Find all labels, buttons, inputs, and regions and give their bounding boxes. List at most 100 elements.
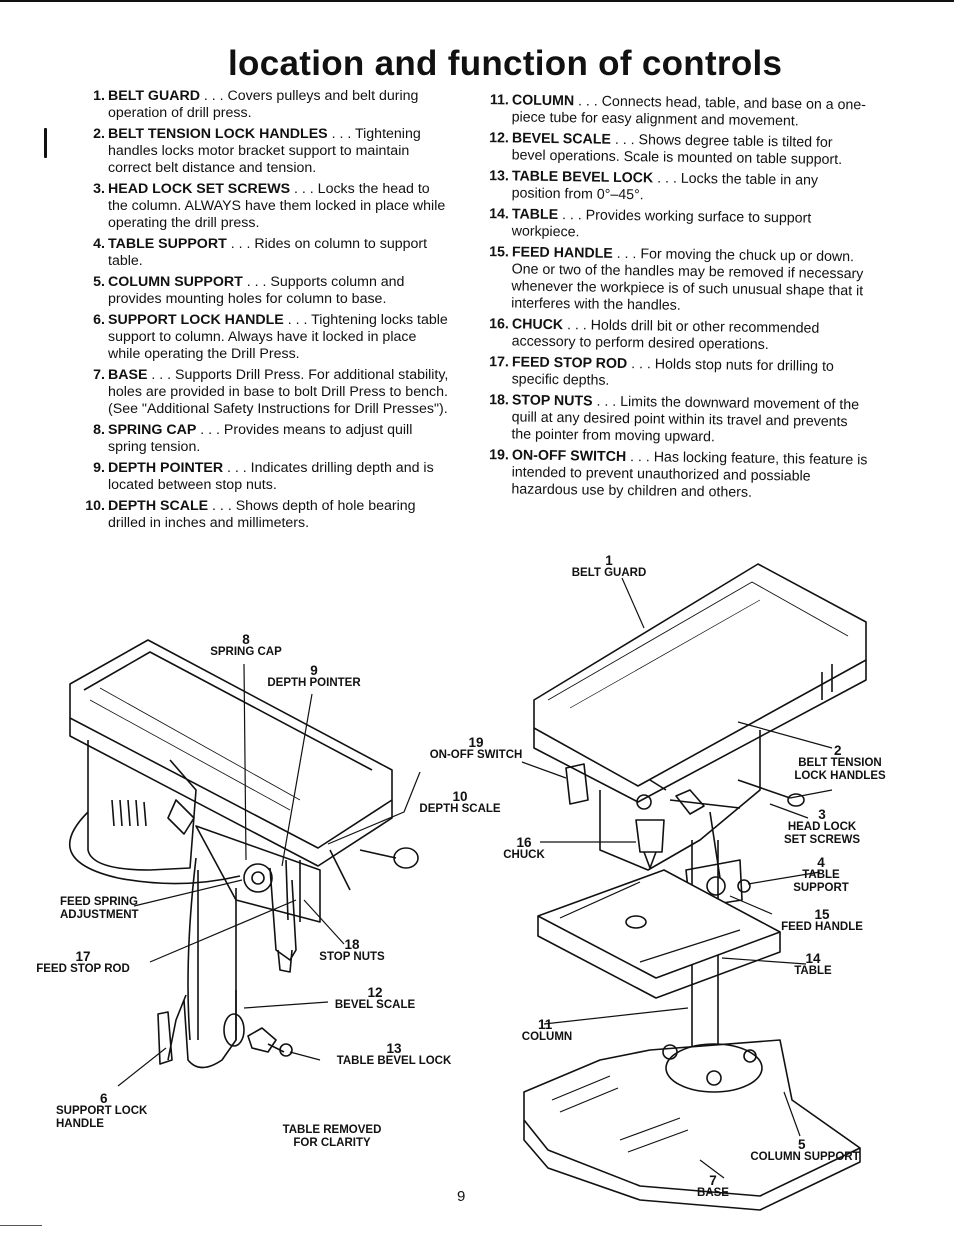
control-item: 5.COLUMN SUPPORT . . . Supports column a…: [78, 274, 450, 308]
item-number: 10.: [85, 498, 105, 514]
item-number: 3.: [93, 181, 105, 197]
callout-number: 5: [798, 1137, 806, 1152]
callout-number: 6: [100, 1091, 108, 1106]
item-term: DEPTH POINTER: [108, 460, 224, 476]
callout-text: BASE: [697, 1187, 729, 1199]
control-item: 1.BELT GUARD . . . Covers pulleys and be…: [78, 88, 450, 122]
control-item: 2.BELT TENSION LOCK HANDLES . . . Tighte…: [78, 126, 450, 177]
callout-number: 16: [516, 835, 532, 850]
callout-number: 17: [75, 949, 91, 964]
callout-17: 17 FEED STOP ROD: [18, 950, 148, 976]
bottom-rule: [0, 1225, 42, 1226]
page-number: 9: [457, 1188, 466, 1205]
item-term: SPRING CAP: [108, 422, 197, 438]
callout-11: 11 COLUMN: [516, 1018, 578, 1044]
callout-text: BELT TENSION LOCK HANDLES: [794, 757, 886, 782]
item-description: . . . Indicates drilling depth and is lo…: [108, 460, 434, 493]
callout-text: HEAD LOCK SET SCREWS: [783, 821, 861, 846]
callout-7: 7 BASE: [692, 1174, 734, 1200]
callout-text: DEPTH POINTER: [267, 677, 361, 689]
callout-feed-spring-adjustment: FEED SPRING ADJUSTMENT: [60, 896, 150, 922]
item-description: . . . Shows depth of hole bearing drille…: [108, 498, 416, 531]
item-term: DEPTH SCALE: [108, 498, 209, 514]
left-drill-press-illustration: [69, 639, 419, 1069]
callout-text: FEED STOP ROD: [36, 963, 130, 975]
callout-10: 10 DEPTH SCALE: [414, 790, 506, 816]
margin-mark: [44, 128, 47, 158]
callout-text: COLUMN: [521, 1031, 573, 1043]
item-description: . . . Rides on column to support table.: [108, 236, 428, 269]
callout-number: 4: [817, 855, 825, 870]
item-number: 9.: [93, 460, 105, 476]
callout-16: 16 CHUCK: [500, 836, 548, 862]
control-item: 10.DEPTH SCALE . . . Shows depth of hole…: [78, 498, 450, 532]
callout-number: 7: [709, 1173, 717, 1188]
item-term: COLUMN SUPPORT: [108, 274, 243, 290]
note-text: TABLE REMOVED FOR CLARITY: [282, 1124, 382, 1149]
callout-number: 11: [538, 1017, 553, 1032]
control-item: 9.DEPTH POINTER . . . Indicates drilling…: [78, 460, 450, 494]
callout-text: CHUCK: [503, 849, 545, 861]
callout-number: 18: [344, 937, 360, 952]
callout-number: 15: [814, 907, 830, 922]
item-description: . . . Locks the head to the column. ALWA…: [108, 181, 446, 231]
control-item: 7.BASE . . . Supports Drill Press. For a…: [78, 367, 450, 418]
callout-1: 1 BELT GUARD: [566, 554, 652, 580]
callout-text: ON-OFF SWITCH: [429, 749, 523, 761]
callout-text: BELT GUARD: [571, 567, 647, 579]
item-term: HEAD LOCK SET SCREWS: [108, 181, 291, 197]
leader-lines: [117, 577, 833, 1179]
item-description: . . . Tightening locks table support to …: [108, 312, 448, 362]
callout-text: FEED SPRING ADJUSTMENT: [60, 896, 139, 921]
item-number: 8.: [93, 422, 105, 438]
callout-number: 13: [386, 1041, 402, 1056]
control-item: 3.HEAD LOCK SET SCREWS . . . Locks the h…: [78, 181, 450, 232]
callout-text: TABLE SUPPORT: [793, 869, 849, 894]
item-number: 5.: [93, 274, 105, 290]
item-number: 1.: [93, 88, 105, 104]
item-term: BASE: [108, 367, 148, 383]
callout-text: COLUMN SUPPORT: [750, 1151, 860, 1163]
callout-2: 2 BELT TENSION LOCK HANDLES: [790, 744, 890, 783]
callout-number: 12: [367, 985, 383, 1000]
item-description: . . . Provides means to adjust quill spr…: [108, 422, 413, 455]
item-number: 4.: [93, 236, 105, 252]
callout-19: 19 ON-OFF SWITCH: [424, 736, 528, 762]
callout-15: 15 FEED HANDLE: [774, 908, 870, 934]
callout-text: BEVEL SCALE: [334, 999, 416, 1011]
callout-8: 8 SPRING CAP: [206, 633, 286, 659]
item-term: SUPPORT LOCK HANDLE: [108, 312, 284, 328]
control-item: 8.SPRING CAP . . . Provides means to adj…: [78, 422, 450, 456]
callout-18: 18 STOP NUTS: [316, 938, 388, 964]
item-term: TABLE SUPPORT: [108, 236, 227, 252]
callout-6: 6 SUPPORT LOCK HANDLE: [56, 1092, 156, 1131]
callout-14: 14 TABLE: [788, 952, 838, 978]
callout-4: 4 TABLE SUPPORT: [788, 856, 854, 895]
callout-5: 5 COLUMN SUPPORT: [738, 1138, 872, 1164]
item-number: 6.: [93, 312, 105, 328]
page-title: location and function of controls: [228, 44, 783, 83]
callout-9: 9 DEPTH POINTER: [262, 664, 366, 690]
top-rule: [0, 0, 954, 2]
item-description: . . . Supports Drill Press. For addition…: [108, 367, 449, 417]
item-number: 2.: [93, 126, 105, 142]
callout-text: STOP NUTS: [319, 951, 385, 963]
item-description: . . . Covers pulleys and belt during ope…: [108, 88, 419, 121]
callout-text: SUPPORT LOCK HANDLE: [56, 1105, 148, 1130]
callout-12: 12 BEVEL SCALE: [330, 986, 420, 1012]
callout-number: 9: [310, 663, 318, 678]
item-term: BELT GUARD: [108, 88, 200, 104]
left-column-list: 1.BELT GUARD . . . Covers pulleys and be…: [78, 88, 450, 536]
item-number: 7.: [93, 367, 105, 383]
callout-text: TABLE BEVEL LOCK: [336, 1055, 452, 1067]
item-description: . . . Tightening handles locks motor bra…: [108, 126, 421, 176]
callout-13: 13 TABLE BEVEL LOCK: [330, 1042, 458, 1068]
callout-3: 3 HEAD LOCK SET SCREWS: [776, 808, 868, 847]
control-item: 6.SUPPORT LOCK HANDLE . . . Tightening l…: [78, 312, 450, 363]
callout-number: 19: [468, 735, 484, 750]
callout-number: 2: [834, 743, 842, 758]
callout-number: 1: [605, 553, 613, 568]
callout-text: DEPTH SCALE: [419, 803, 501, 815]
right-drill-press-illustration: [523, 563, 867, 1211]
